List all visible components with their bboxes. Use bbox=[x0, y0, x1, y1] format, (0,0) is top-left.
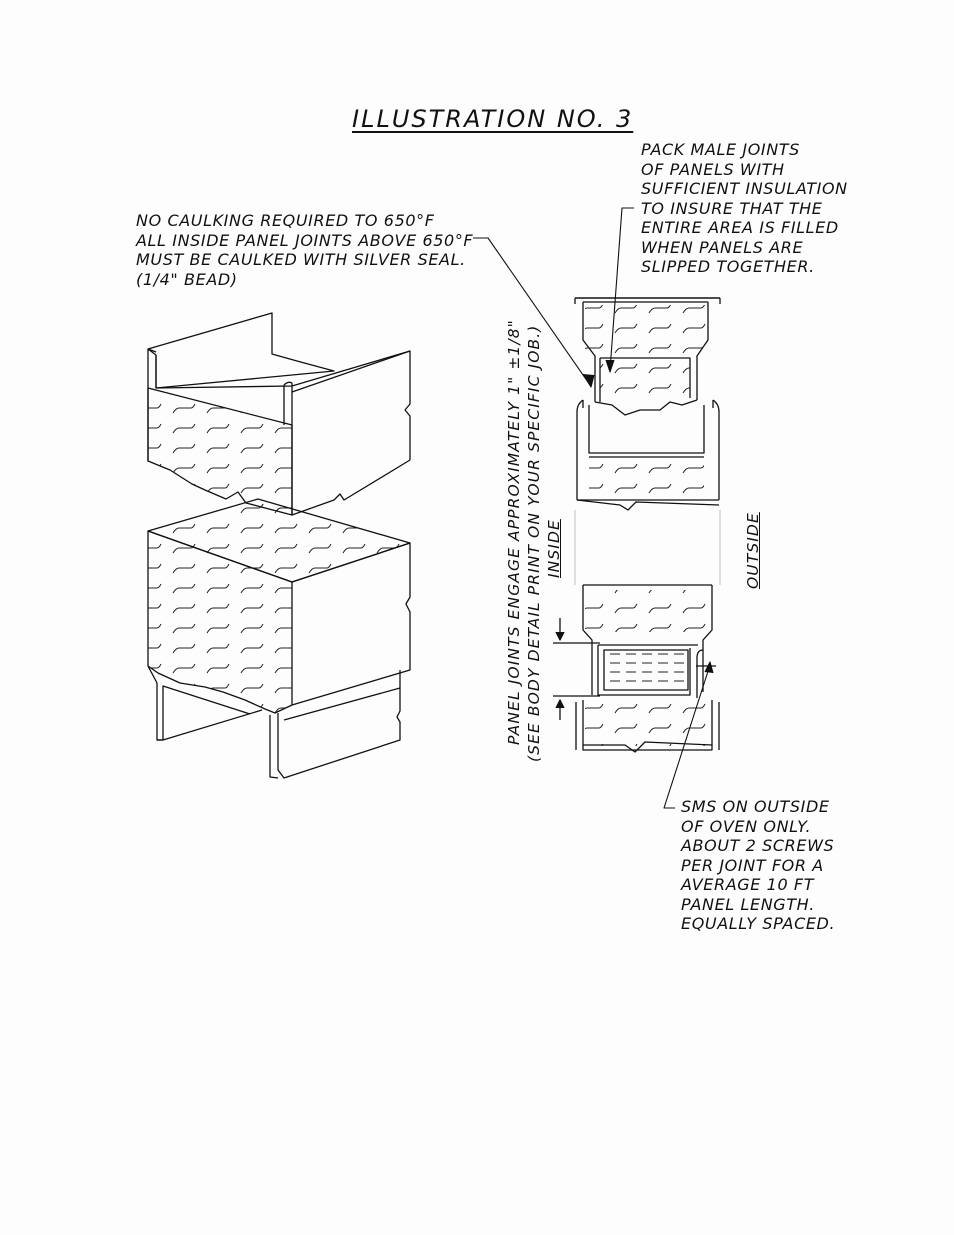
caulk-note-line: MUST BE CAULKED WITH SILVER SEAL. bbox=[136, 250, 466, 269]
caulk-note-line: NO CAULKING REQUIRED TO 650°F bbox=[136, 211, 435, 230]
lower-panel-iso bbox=[147, 498, 411, 779]
leader-lines bbox=[473, 207, 714, 809]
upper-panel-iso bbox=[147, 312, 411, 516]
pack-note-line: PACK MALE JOINTS bbox=[641, 140, 800, 159]
panel-section bbox=[553, 297, 721, 753]
sms-note-line: AVERAGE 10 FT bbox=[681, 875, 815, 894]
sms-note-line: PANEL LENGTH. bbox=[681, 894, 815, 914]
pack-note-line: SLIPPED TOGETHER. bbox=[641, 257, 815, 276]
pack-note-line: WHEN PANELS ARE bbox=[641, 237, 804, 257]
sms-note-line: EQUALLY SPACED. bbox=[681, 914, 836, 933]
pack-note-line: TO INSURE THAT THE bbox=[641, 198, 823, 218]
sms-note: SMS ON OUTSIDE OF OVEN ONLY. ABOUT 2 SCR… bbox=[681, 797, 835, 934]
pack-joints-note: PACK MALE JOINTS OF PANELS WITH SUFFICIE… bbox=[641, 140, 848, 277]
caulk-note-line: ALL INSIDE PANEL JOINTS ABOVE 650°F bbox=[136, 230, 474, 250]
sms-note-line: OF OVEN ONLY. bbox=[681, 816, 812, 836]
caulk-note-line: (1/4" BEAD) bbox=[136, 269, 238, 289]
pack-note-line: OF PANELS WITH bbox=[641, 159, 785, 179]
sms-note-line: PER JOINT FOR A bbox=[681, 855, 824, 875]
sms-note-line: ABOUT 2 SCREWS bbox=[681, 836, 835, 855]
pack-note-line: SUFFICIENT INSULATION bbox=[641, 179, 848, 198]
illustration-title: ILLUSTRATION NO. 3 bbox=[352, 105, 634, 133]
pack-note-line: ENTIRE AREA IS FILLED bbox=[641, 218, 839, 237]
caulking-note: NO CAULKING REQUIRED TO 650°F ALL INSIDE… bbox=[136, 211, 473, 289]
sms-note-line: SMS ON OUTSIDE bbox=[681, 797, 830, 816]
